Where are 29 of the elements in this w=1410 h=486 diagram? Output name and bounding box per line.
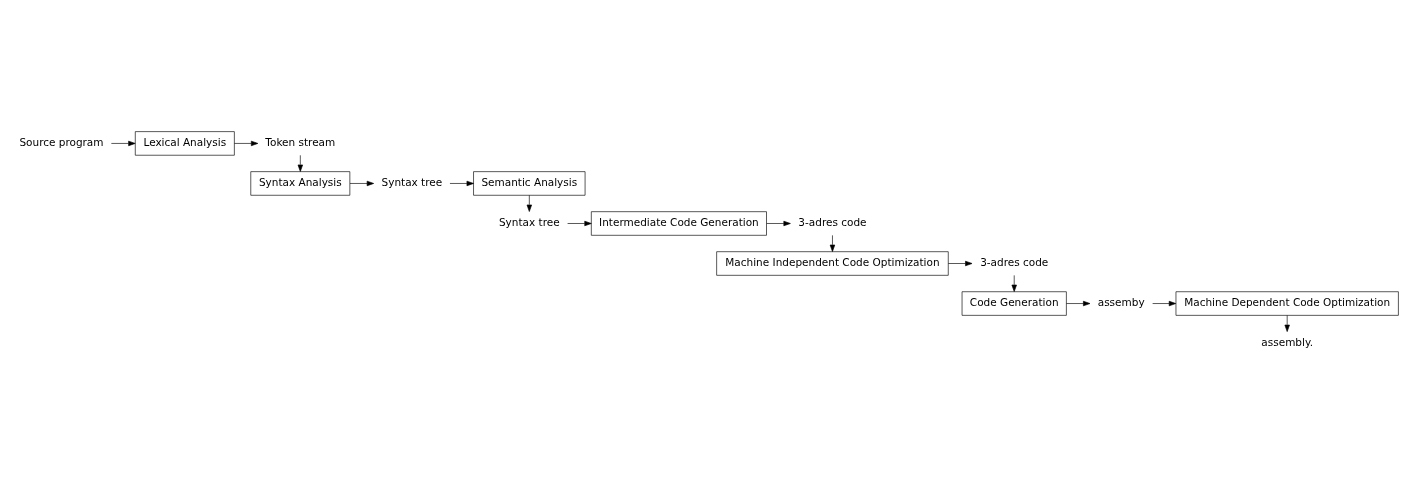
arrow (349, 180, 374, 186)
arrow (766, 220, 791, 226)
arrow (567, 220, 592, 226)
arrow (1152, 300, 1177, 306)
arrow (449, 180, 474, 186)
arrow (829, 234, 836, 252)
node-box: Machine Dependent Code Optimization (1175, 290, 1399, 316)
arrow (1011, 274, 1017, 292)
node-text: Source program (19, 135, 104, 148)
node-text: 3-adres code (980, 255, 1049, 268)
arrow (948, 260, 973, 266)
arrow (234, 140, 259, 146)
node-box: Lexical Analysis (134, 130, 235, 156)
arrow (111, 140, 136, 146)
node-text: assembly. (1261, 335, 1313, 348)
arrow (526, 194, 532, 212)
node-box: Intermediate Code Generation (591, 210, 767, 236)
arrow (297, 154, 303, 172)
arrow (1066, 300, 1091, 306)
node-text: Syntax tree (381, 175, 443, 188)
node-text: Token stream (265, 135, 336, 148)
arrow (1284, 314, 1290, 332)
node-box: Syntax Analysis (250, 170, 351, 196)
node-box: Machine Independent Code Optimization (716, 250, 949, 276)
node-box: Semantic Analysis (473, 170, 586, 196)
node-text: 3-adres code (798, 215, 867, 228)
node-text: Syntax tree (498, 215, 560, 228)
node-text: assemby (1097, 295, 1145, 308)
node-box: Code Generation (961, 290, 1067, 316)
